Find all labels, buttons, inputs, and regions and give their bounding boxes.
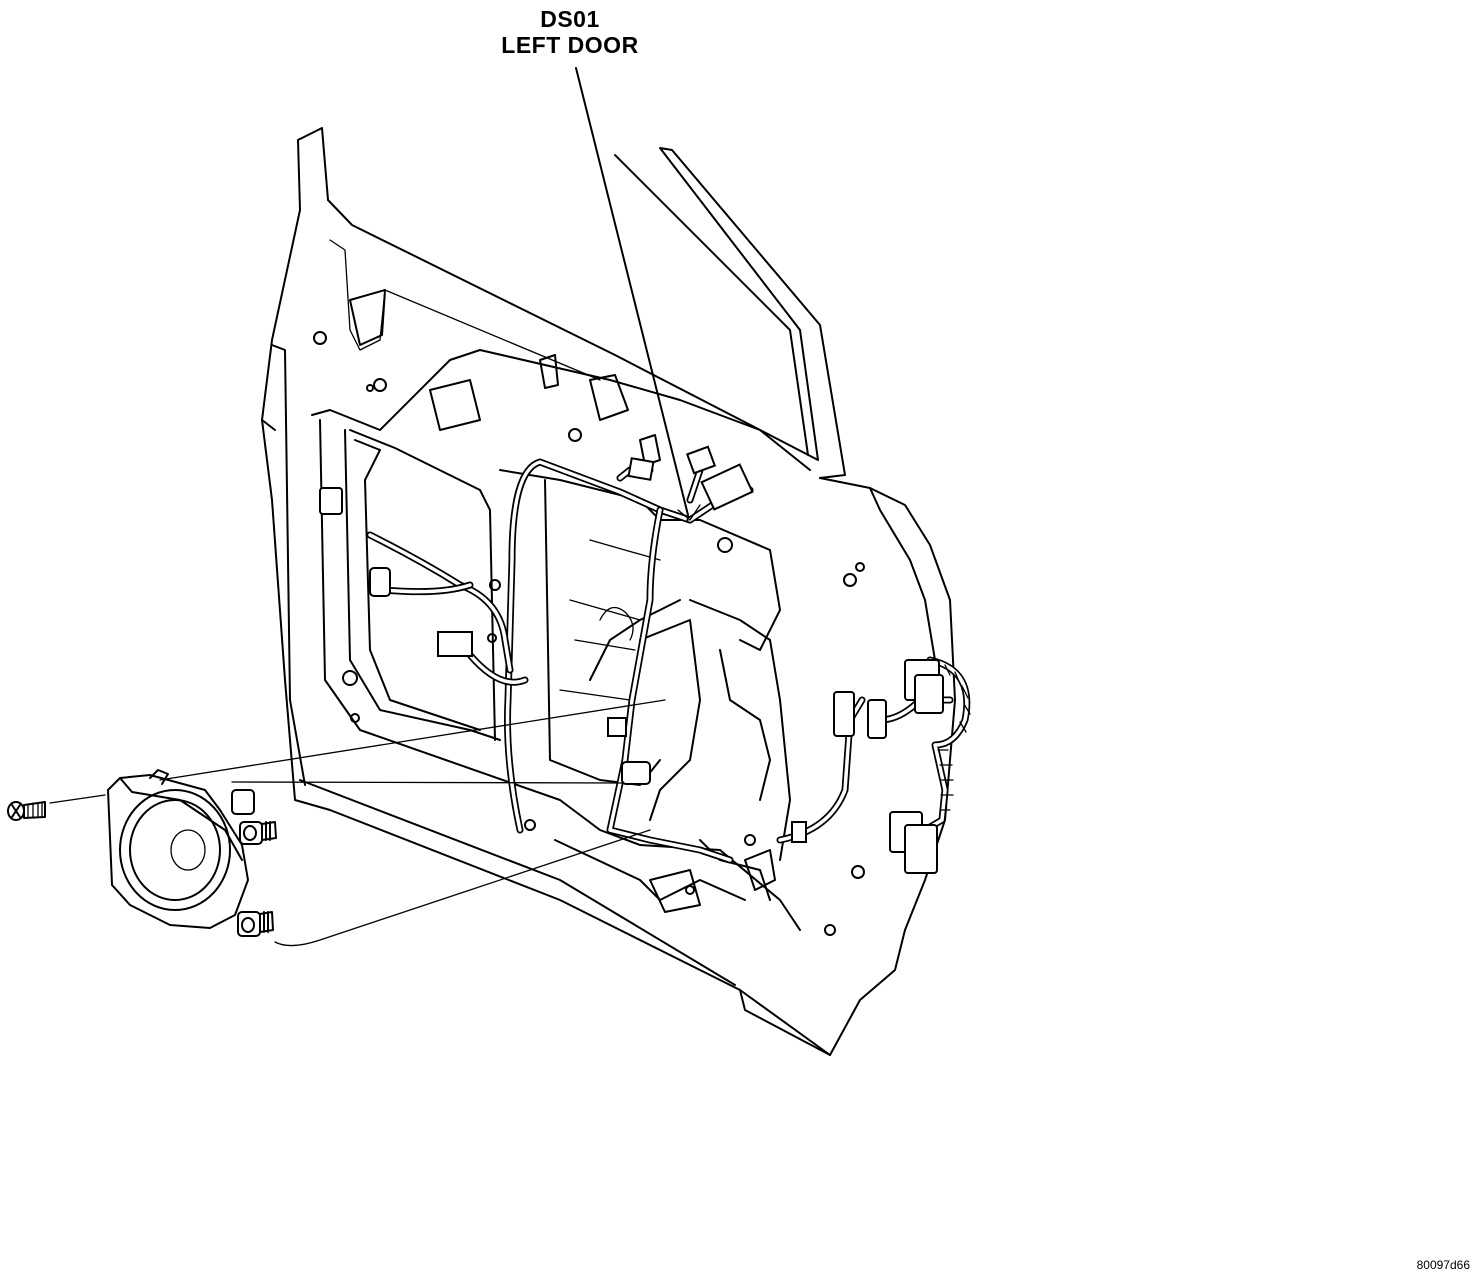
callout-name-label: LEFT DOOR [501,32,639,58]
right-harness-bundle [833,656,971,874]
figure-number: 80097d66 [1416,1258,1470,1272]
door-connectors [319,445,807,843]
door-wire-harness [366,458,954,864]
door-outer-frame [261,127,956,1056]
door-speaker [107,769,277,937]
panel-holes [313,331,865,936]
callout-code-label: DS01 [540,6,600,32]
installation-guide-lines [49,699,666,947]
callout-leader-line [575,67,689,516]
speaker-screw [7,801,46,821]
callout-arrow-tip [677,504,701,521]
